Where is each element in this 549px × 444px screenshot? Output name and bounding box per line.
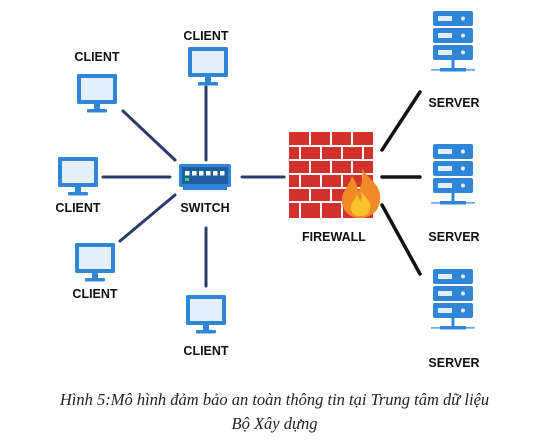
server-label: SERVER — [428, 230, 479, 244]
server-bottom: SERVER — [428, 269, 480, 370]
client-links — [101, 85, 286, 288]
switch: SWITCH — [179, 164, 231, 215]
firewall-label: FIREWALL — [302, 230, 366, 244]
flame-icon — [341, 168, 381, 218]
network-diagram: CLIENT CLIENT CLIENT CLIENT CLIENT SWITC… — [55, 11, 480, 370]
link-firewall-server-bottom — [380, 203, 422, 276]
monitor-icon — [58, 157, 98, 196]
monitor-icon — [77, 74, 117, 113]
client-label: CLIENT — [72, 287, 118, 301]
client-mid-left: CLIENT — [55, 157, 101, 215]
server-rack-icon — [431, 269, 475, 330]
client-upper-left: CLIENT — [74, 50, 120, 113]
client-lower-left: CLIENT — [72, 243, 118, 301]
client-label: CLIENT — [183, 29, 229, 43]
monitor-icon — [186, 295, 226, 334]
server-top: SERVER — [428, 11, 480, 110]
link-client-upper-left — [121, 109, 177, 162]
link-client-lower-left — [118, 193, 177, 243]
figure-caption-line-2: Bộ Xây dựng — [231, 414, 318, 433]
client-bottom: CLIENT — [183, 295, 229, 358]
server-links — [380, 90, 422, 276]
figure-caption-line-1: Hình 5:Mô hình đảm bảo an toàn thông tin… — [59, 390, 490, 409]
network-switch-icon — [179, 164, 231, 190]
client-label: CLIENT — [74, 50, 120, 64]
server-rack-icon — [431, 144, 475, 205]
server-label: SERVER — [428, 96, 479, 110]
client-label: CLIENT — [183, 344, 229, 358]
switch-label: SWITCH — [180, 201, 229, 215]
server-middle: SERVER — [428, 144, 480, 244]
monitor-icon — [75, 243, 115, 282]
server-rack-icon — [431, 11, 475, 72]
link-firewall-server-top — [380, 90, 422, 152]
server-label: SERVER — [428, 356, 479, 370]
client-top: CLIENT — [183, 29, 229, 86]
firewall: FIREWALL — [289, 132, 381, 244]
client-label: CLIENT — [55, 201, 101, 215]
monitor-icon — [188, 47, 228, 86]
